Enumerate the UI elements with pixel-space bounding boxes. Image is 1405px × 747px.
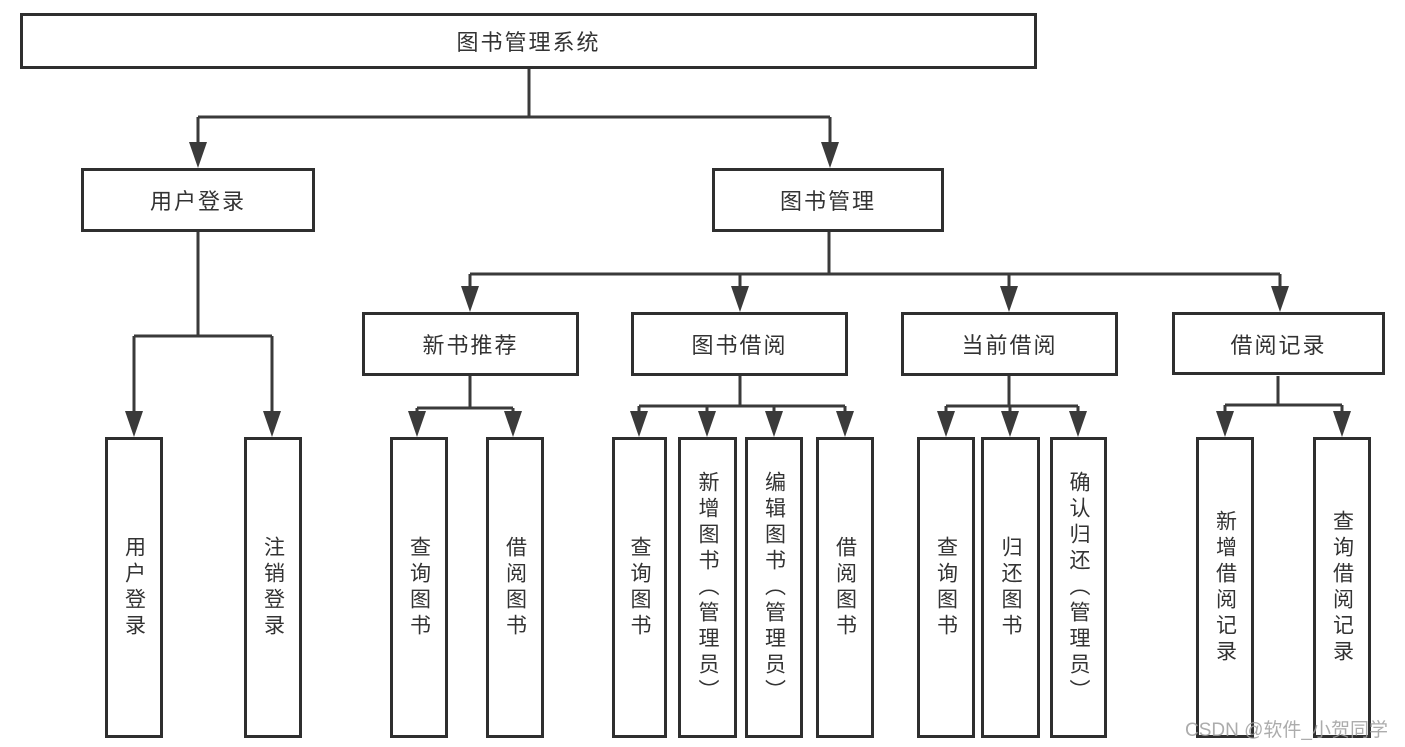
leaf-add-borrow-record-label: 新增借阅记录 [1213, 509, 1237, 666]
leaf-user-login-label: 用户登录 [122, 535, 146, 640]
arrowheads [125, 142, 1351, 437]
leaf-query-borrow-record: 查询借阅记录 [1313, 437, 1371, 738]
leaf-borrow-books-2-label: 借阅图书 [833, 535, 857, 640]
leaf-borrow-books-1-label: 借阅图书 [503, 535, 527, 640]
node-new-book-recommend: 新书推荐 [362, 312, 579, 376]
leaf-query-books-3: 查询图书 [917, 437, 975, 738]
leaf-logout-label: 注销登录 [261, 535, 285, 640]
node-current-borrow: 当前借阅 [901, 312, 1118, 376]
leaf-query-books-2: 查询图书 [612, 437, 667, 738]
node-user-login: 用户登录 [81, 168, 315, 232]
leaf-query-borrow-record-label: 查询借阅记录 [1330, 509, 1354, 666]
leaf-add-borrow-record: 新增借阅记录 [1196, 437, 1254, 738]
leaf-query-books-2-label: 查询图书 [628, 535, 651, 640]
leaf-confirm-return-admin-label: 确认归还（管理员） [1067, 470, 1090, 705]
leaf-edit-books-admin-label: 编辑图书（管理员） [762, 470, 786, 705]
leaf-confirm-return-admin: 确认归还（管理员） [1050, 437, 1107, 738]
leaf-add-books-admin-label: 新增图书（管理员） [696, 470, 719, 705]
leaf-query-books-3-label: 查询图书 [934, 535, 958, 640]
leaf-query-books-1-label: 查询图书 [407, 535, 431, 640]
leaf-edit-books-admin: 编辑图书（管理员） [745, 437, 803, 738]
leaf-logout: 注销登录 [244, 437, 302, 738]
leaf-borrow-books-1: 借阅图书 [486, 437, 544, 738]
leaf-add-books-admin: 新增图书（管理员） [678, 437, 737, 738]
node-library-management-system: 图书管理系统 [20, 13, 1037, 69]
leaf-return-books: 归还图书 [981, 437, 1040, 738]
leaf-return-books-label: 归还图书 [999, 535, 1022, 640]
leaf-borrow-books-2: 借阅图书 [816, 437, 874, 738]
node-book-borrow: 图书借阅 [631, 312, 848, 376]
leaf-query-books-1: 查询图书 [390, 437, 448, 738]
leaf-user-login: 用户登录 [105, 437, 163, 738]
node-book-management: 图书管理 [712, 168, 944, 232]
csdn-watermark: CSDN @软件_小贺同学 [1185, 720, 1388, 741]
node-borrow-records: 借阅记录 [1172, 312, 1385, 375]
